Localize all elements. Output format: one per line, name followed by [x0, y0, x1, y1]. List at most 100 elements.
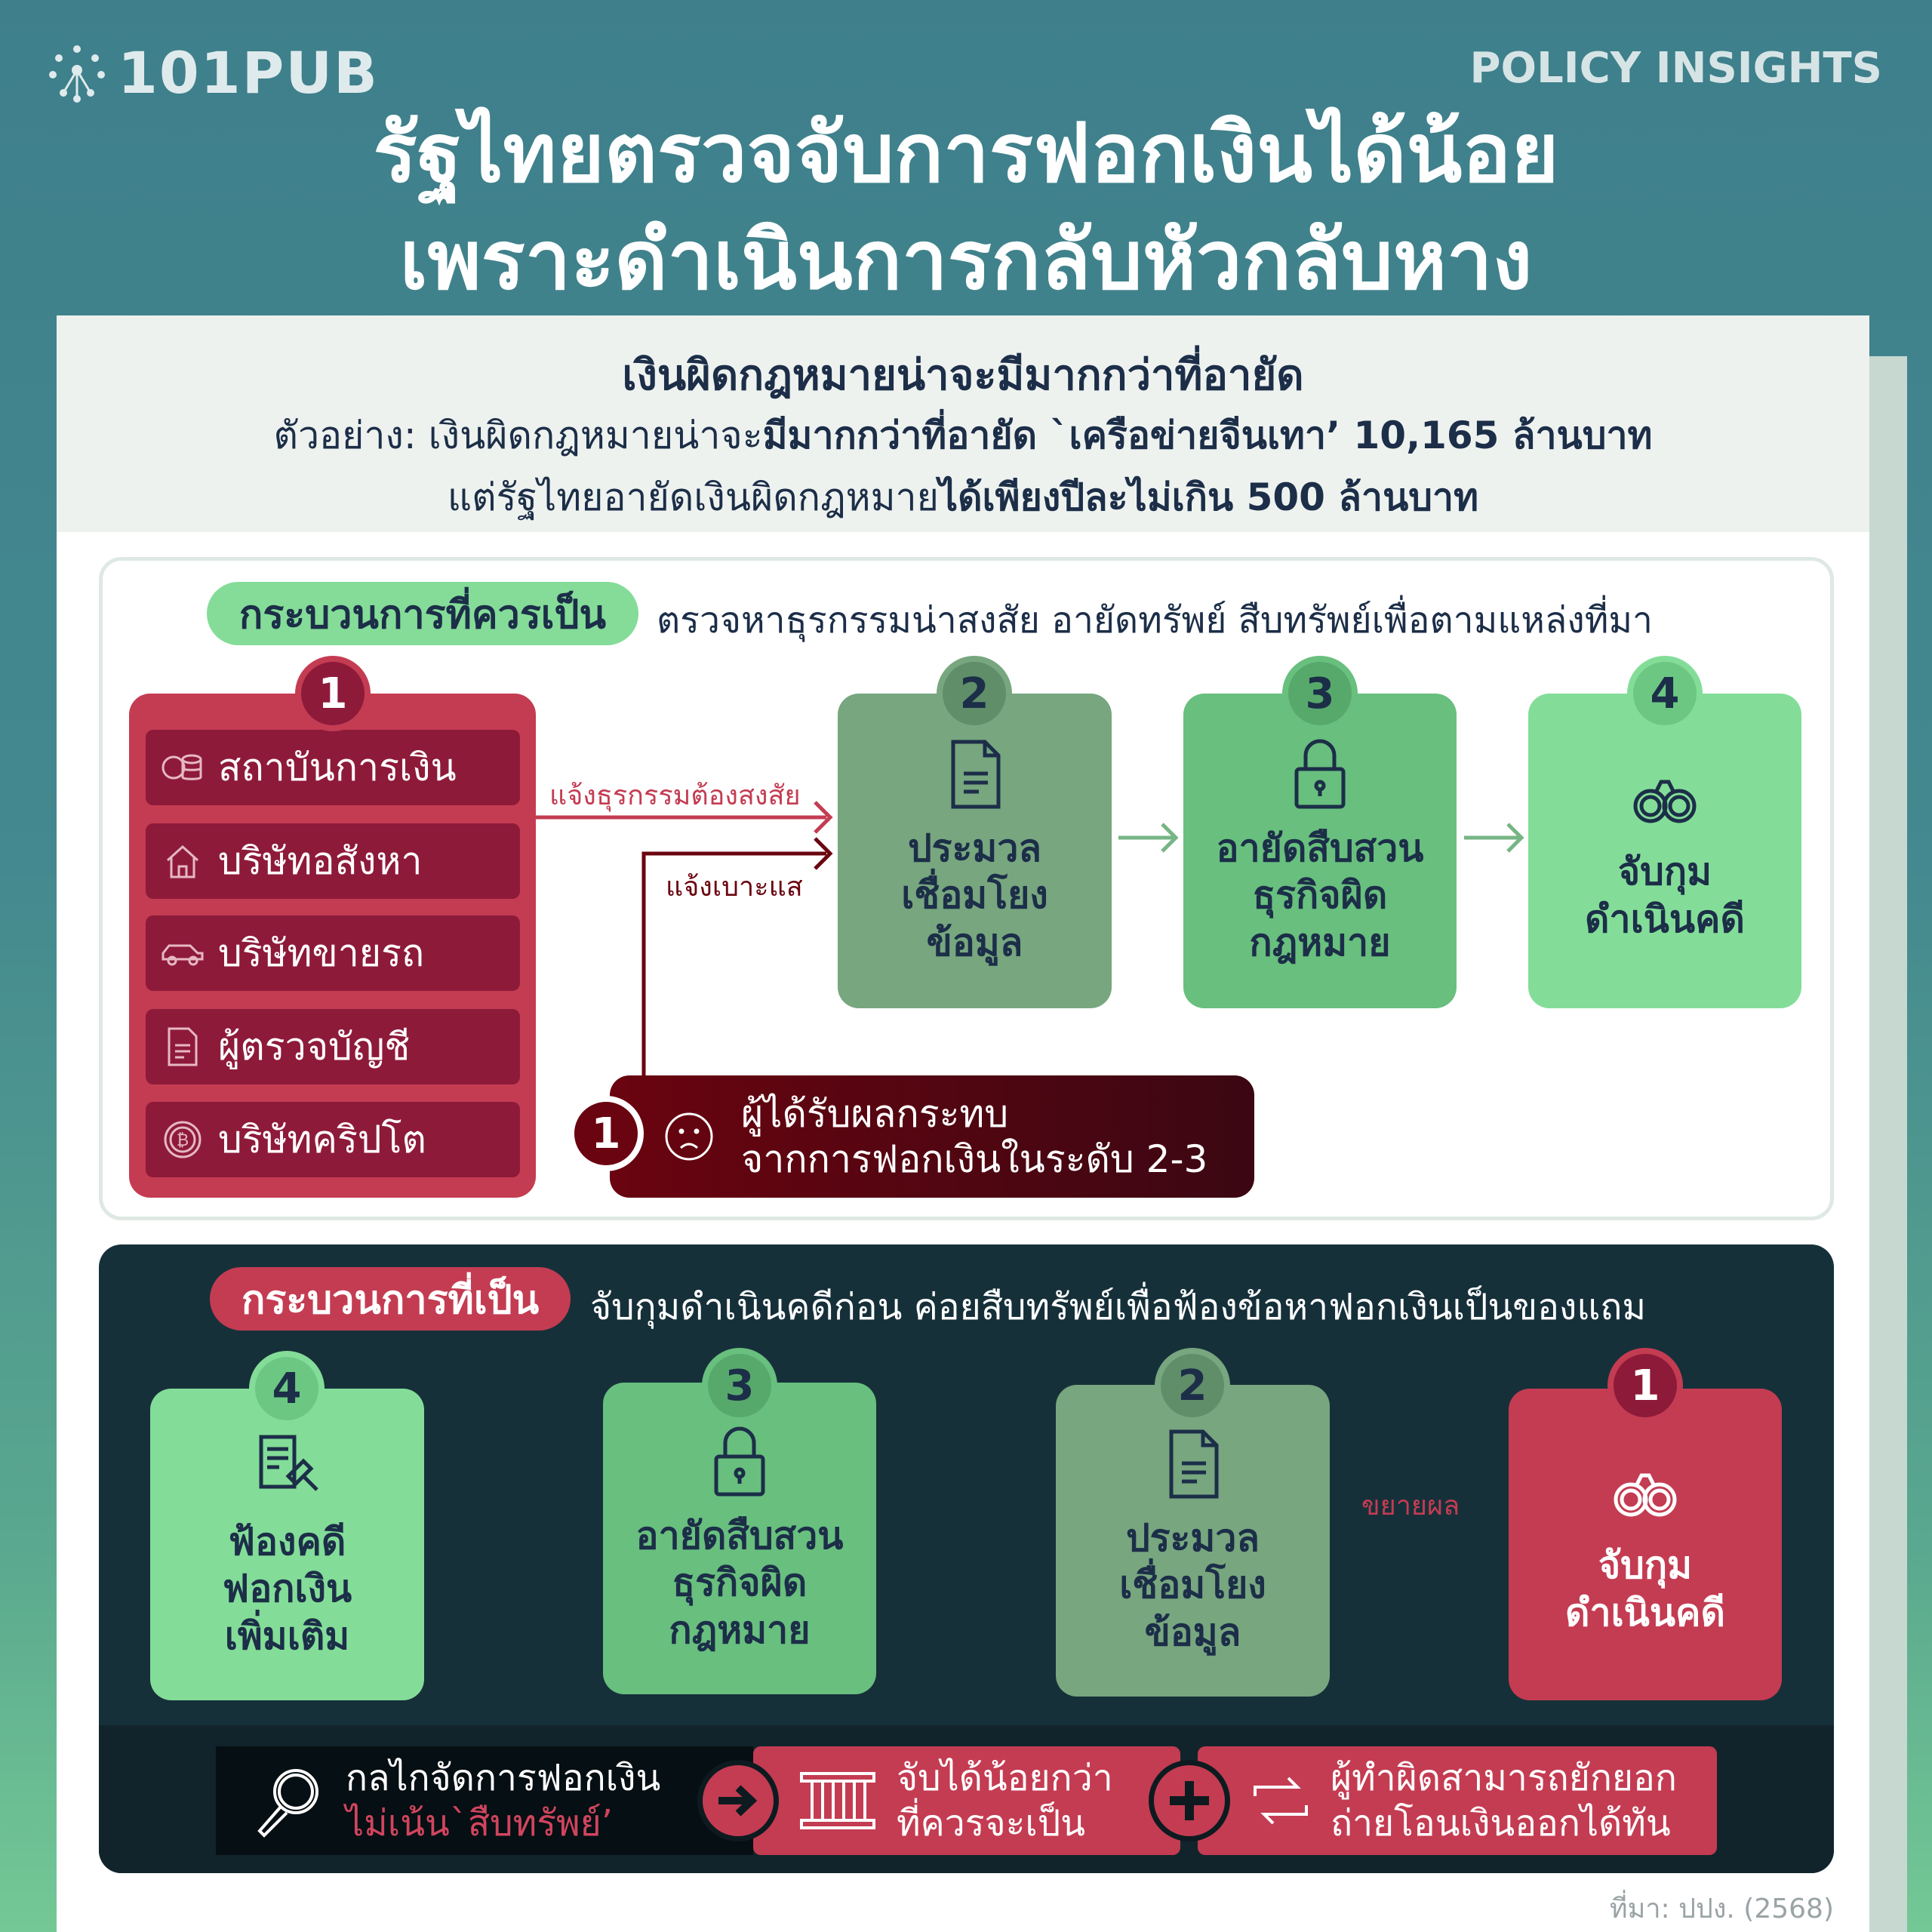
step-label: ฟอกเงิน	[222, 1567, 352, 1611]
step-label: ดำเนินคดี	[1585, 897, 1745, 941]
mechanism-line-1: กลไกจัดการฟอกเงิน	[346, 1757, 661, 1799]
house-icon	[156, 835, 209, 888]
car-icon	[156, 927, 209, 980]
document-icon	[1169, 1429, 1218, 1499]
mechanism-line-2: ไม่เน้น`สืบทรัพย์’	[346, 1802, 614, 1844]
summary-example: ตัวอย่าง: เงินผิดกฎหมายน่าจะมีมากกว่าที่…	[57, 406, 1869, 466]
ideal-step-4: จับกุมดำเนินคดี	[1528, 694, 1801, 1008]
actual-step-4: ฟ้องคดีฟอกเงินเพิ่มเติม	[150, 1389, 424, 1700]
report-arrow-label: แจ้งธุรกรรมต้องสงสัย	[549, 780, 801, 811]
lock-icon	[1294, 739, 1346, 809]
example-bold: มีมากกว่าที่อายัด `เครือข่ายจีนเทา’ 10,1…	[762, 414, 1653, 457]
summary-band	[57, 315, 1869, 532]
tip-arrow-label: แจ้งเบาะแส	[666, 872, 803, 903]
catch-line-1: จับได้น้อยกว่า	[897, 1757, 1113, 1799]
step-badge-2: 2	[1155, 1348, 1230, 1423]
step-label: เชื่อมโยง	[1119, 1563, 1266, 1607]
plus-icon	[1170, 1781, 1209, 1820]
logo-text: 101PUB	[118, 39, 379, 106]
transfer-line-2: ถ่ายโอนเงินออกได้ทัน	[1331, 1802, 1671, 1844]
step-label: จับกุม	[1598, 1543, 1693, 1587]
network-logo-icon	[49, 45, 105, 103]
step-label: ข้อมูล	[1144, 1610, 1241, 1654]
victim-line-2: จากการฟอกเงินในระดับ 2-3	[741, 1137, 1208, 1181]
entity-label: บริษัทอสังหา	[218, 838, 423, 883]
section-label: POLICY INSIGHTS	[1469, 44, 1882, 93]
summary-line3: แต่รัฐไทยอายัดเงินผิดกฎหมายได้เพียงปีละไ…	[57, 468, 1869, 528]
actual-process-lead: จับกุมดำเนินคดีก่อน ค่อยสืบทรัพย์เพื่อฟ้…	[590, 1286, 1647, 1328]
step-badge-4: 4	[1627, 656, 1703, 731]
example-prefix: ตัวอย่าง: เงินผิดกฎหมายน่าจะ	[273, 414, 763, 457]
entity-financial-institution: สถาบันการเงิน	[146, 730, 520, 805]
actual-process-pill: กระบวนการที่เป็น	[210, 1267, 571, 1331]
card-shadow	[1869, 356, 1907, 1932]
catch-line-2: ที่ควรจะเป็น	[897, 1802, 1086, 1844]
step-label: กฎหมาย	[669, 1607, 811, 1652]
entity-auditor: ผู้ตรวจบัญชี	[146, 1009, 520, 1084]
actual-step-1: จับกุมดำเนินคดี	[1509, 1389, 1782, 1700]
entity-real-estate: บริษัทอสังหา	[146, 823, 520, 899]
coins-icon	[156, 741, 209, 794]
svg-text:₿: ₿	[177, 1131, 189, 1150]
catch-less-box: จับได้น้อยกว่าที่ควรจะเป็น	[753, 1746, 1180, 1855]
plus-circle	[1149, 1760, 1230, 1841]
transfer-box: ผู้ทำผิดสามารถยักยอกถ่ายโอนเงินออกได้ทัน	[1198, 1746, 1717, 1855]
document-icon	[951, 740, 1000, 809]
summary-heading: เงินผิดกฎหมายน่าจะมีมากกว่าที่อายัด	[622, 351, 1304, 400]
entity-label: ผู้ตรวจบัญชี	[218, 1024, 411, 1069]
entity-label: บริษัทคริปโต	[218, 1117, 426, 1161]
step-label: ข้อมูล	[926, 920, 1023, 964]
step-label: ธุรกิจผิด	[672, 1561, 808, 1605]
ideal-process-panel	[99, 557, 1834, 1220]
victim-line-1: ผู้ได้รับผลกระทบ	[741, 1092, 1009, 1136]
step-label: ฟ้องคดี	[228, 1519, 346, 1564]
step-label: อายัดสืบสวน	[1216, 826, 1424, 870]
actual-step-3: อายัดสืบสวนธุรกิจผิดกฎหมาย	[603, 1383, 876, 1694]
step-label: ดำเนินคดี	[1565, 1590, 1725, 1635]
line3-prefix: แต่รัฐไทยอายัดเงินผิดกฎหมาย	[447, 475, 939, 519]
victim-box: ผู้ได้รับผลกระทบจากการฟอกเงินในระดับ 2-3	[610, 1075, 1254, 1198]
bitcoin-icon: ₿	[156, 1113, 209, 1166]
step-label: ประมวล	[1125, 1515, 1260, 1560]
mechanism-box: กลไกจัดการฟอกเงินไม่เน้น`สืบทรัพย์’	[216, 1746, 753, 1855]
victim-badge: 1	[568, 1096, 644, 1171]
brand-logo: 101PUB	[47, 39, 379, 106]
jail-bars-icon	[800, 1772, 875, 1829]
reporting-entities-box: สถาบันการเงิน บริษัทอสังหา บริษัทขายรถ ผ…	[129, 694, 536, 1198]
step-label: อายัดสืบสวน	[635, 1513, 844, 1558]
step-badge-3: 3	[1282, 656, 1358, 731]
step-label: ประมวล	[907, 826, 1042, 870]
magnifier-icon	[257, 1769, 318, 1838]
title-line-1: รัฐไทยตรวจจับการฟอกเงินได้น้อย	[373, 106, 1559, 201]
step-label: จับกุม	[1617, 850, 1712, 894]
actual-step-2: ประมวลเชื่อมโยงข้อมูล	[1056, 1385, 1330, 1697]
step-label: กฎหมาย	[1249, 920, 1391, 964]
document-icon	[156, 1020, 209, 1073]
ideal-step-3: อายัดสืบสวนธุรกิจผิดกฎหมาย	[1183, 694, 1457, 1008]
step-badge-2: 2	[937, 656, 1012, 731]
lawsuit-icon	[259, 1435, 318, 1491]
arrow-right-icon	[718, 1785, 758, 1817]
step-label: เชื่อมโยง	[901, 873, 1048, 918]
transfer-line-1: ผู้ทำผิดสามารถยักยอก	[1331, 1757, 1677, 1799]
handcuffs-icon	[1633, 780, 1697, 823]
step-badge-4: 4	[249, 1351, 325, 1426]
entity-crypto: ₿ บริษัทคริปโต	[146, 1102, 520, 1177]
handcuffs-icon	[1614, 1473, 1677, 1517]
step-badge-3: 3	[702, 1348, 777, 1423]
entity-label: บริษัทขายรถ	[218, 931, 425, 975]
arrow-circle	[697, 1760, 779, 1841]
transfer-arrows-icon	[1254, 1777, 1308, 1825]
lock-icon	[714, 1426, 765, 1497]
ideal-step-2: ประมวลเชื่อมโยงข้อมูล	[838, 694, 1112, 1008]
sad-face-icon	[665, 1112, 713, 1161]
step-label: เพิ่มเติม	[224, 1614, 350, 1658]
ideal-process-lead: ตรวจหาธุรกรรมน่าสงสัย อายัดทรัพย์ สืบทรั…	[657, 599, 1653, 641]
step-badge-1: 1	[295, 656, 371, 731]
expand-arrow-label: ขยายผล	[1361, 1491, 1460, 1521]
step-badge-1: 1	[1607, 1348, 1683, 1423]
line3-bold: ได้เพียงปีละไม่เกิน 500 ล้านบาท	[938, 475, 1479, 519]
step-label: ธุรกิจผิด	[1252, 873, 1388, 918]
source-note: ที่มา: ปปง. (2568)	[1609, 1894, 1834, 1924]
entity-label: สถาบันการเงิน	[218, 745, 457, 789]
